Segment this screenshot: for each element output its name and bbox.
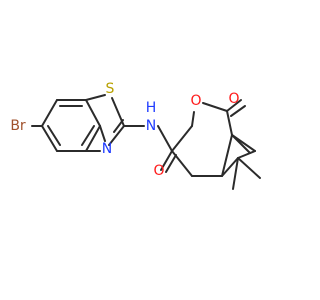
benzene-ring: [41, 99, 101, 152]
bromine-atom-label: Br: [10, 118, 26, 134]
amide-nitrogen-atom-label: N: [146, 118, 156, 134]
bicyclic-framework: [171, 99, 261, 190]
molecule-structure: Br S N N H O O O: [10, 81, 261, 190]
sulfur-atom-label: S: [106, 81, 115, 97]
ring-oxygen-atom-label: O: [190, 93, 201, 109]
ketone-oxygen-atom-label: O: [228, 91, 239, 107]
thiazole-ring: [85, 94, 125, 152]
molecule-diagram: Br S N N H O O O: [10, 81, 261, 190]
amide-linkage: [123, 125, 177, 173]
amide-oxygen-atom-label: O: [153, 163, 164, 179]
thiazole-nitrogen-atom-label: N: [102, 141, 112, 157]
amide-hydrogen-atom-label: H: [146, 100, 157, 116]
